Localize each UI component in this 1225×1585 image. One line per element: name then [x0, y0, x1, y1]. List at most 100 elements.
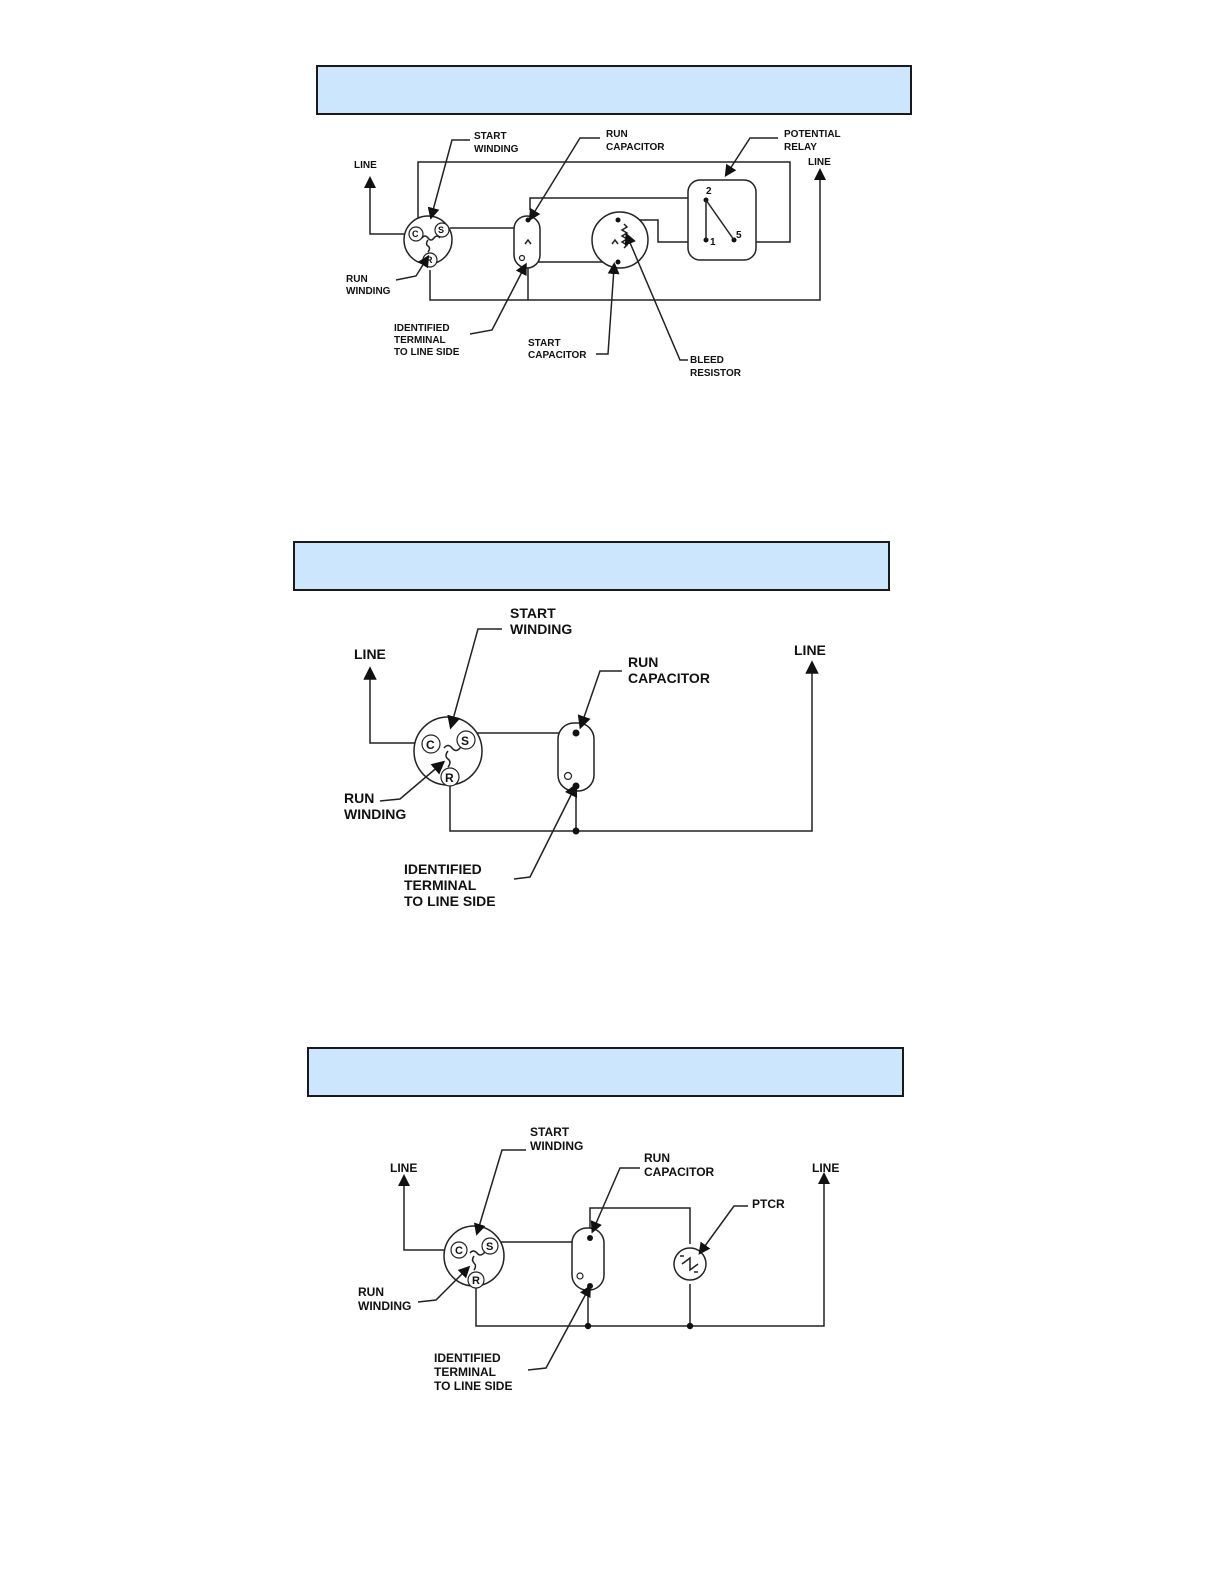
label-line-right: LINE [794, 642, 826, 658]
junction-bottom [572, 827, 580, 835]
run-capacitor-terminal-identified [572, 782, 580, 790]
label-identified-terminal-2: TERMINAL [394, 335, 446, 346]
leader-identified-terminal [469, 262, 527, 335]
relay-pin-1-label: 1 [710, 237, 716, 248]
run-capacitor-terminal-top [587, 1235, 593, 1241]
label-run-winding-2: WINDING [344, 806, 406, 822]
label-identified-terminal-2: TERMINAL [404, 877, 477, 893]
run-capacitor-terminal-bottom [563, 771, 573, 781]
terminal-c-label: C [412, 229, 419, 239]
wire-line-left-to-c [364, 176, 414, 235]
junction-ptcr [686, 1322, 694, 1330]
terminal-r-label: R [426, 255, 433, 265]
diagram1-banner [316, 65, 912, 115]
terminal-c [421, 734, 441, 754]
label-run-capacitor-2: CAPACITOR [644, 1165, 715, 1179]
relay-pin-2-label: 2 [706, 186, 712, 197]
ptcr-symbol [680, 1255, 699, 1273]
label-potential-relay-1: POTENTIAL [784, 129, 841, 140]
label-line-right: LINE [808, 157, 831, 168]
start-capacitor-terminal-bottom [615, 259, 621, 265]
label-identified-terminal-1: IDENTIFIED [434, 1351, 501, 1365]
leader-ptcr [698, 1205, 748, 1255]
leader-run-capacitor [577, 670, 622, 730]
leader-identified-terminal [527, 1284, 591, 1371]
label-run-winding-1: RUN [346, 274, 368, 285]
label-start-capacitor-2: CAPACITOR [528, 350, 587, 361]
label-run-capacitor-1: RUN [606, 129, 628, 140]
label-start-winding-1: START [474, 131, 507, 142]
label-run-capacitor-1: RUN [644, 1151, 670, 1165]
terminal-c [408, 226, 424, 242]
label-identified-terminal-3: TO LINE SIDE [404, 893, 496, 909]
potential-relay [687, 179, 757, 261]
label-line-left: LINE [390, 1161, 417, 1175]
diagram3-banner-text [309, 1049, 902, 1073]
terminal-r [467, 1271, 485, 1289]
terminal-c-label: C [455, 1245, 463, 1257]
label-run-capacitor-2: CAPACITOR [628, 670, 710, 686]
terminal-s [434, 222, 450, 238]
terminal-s [481, 1237, 499, 1255]
label-run-winding-1: RUN [344, 790, 374, 806]
label-line-left: LINE [354, 646, 386, 662]
leader-start-capacitor [596, 262, 620, 355]
terminal-r-label: R [472, 1275, 480, 1287]
label-start-winding-1: START [530, 1125, 570, 1139]
label-identified-terminal-1: IDENTIFIED [404, 861, 482, 877]
wire-line-left-to-c [363, 666, 422, 744]
leader-run-capacitor [528, 137, 600, 222]
relay-pin-5-label: 5 [736, 230, 742, 241]
label-identified-terminal-2: TERMINAL [434, 1365, 496, 1379]
terminal-r-label: R [445, 771, 454, 785]
leader-run-capacitor [590, 1167, 640, 1234]
run-capacitor-terminal-bottom [576, 1272, 584, 1280]
label-ptcr: PTCR [752, 1197, 785, 1211]
leader-bleed-resistor [624, 232, 688, 361]
winding-coil [421, 235, 441, 253]
diagram2-psc: C S R LINE LINE START WINDING RUN CAPACI… [344, 605, 826, 909]
label-start-winding-2: WINDING [530, 1139, 583, 1153]
diagram2-banner-text [295, 543, 888, 567]
run-capacitor-symbol [524, 238, 532, 245]
label-run-winding-2: WINDING [358, 1299, 411, 1313]
label-identified-terminal-3: TO LINE SIDE [394, 347, 460, 358]
diagram1-psc-potential-relay: C S R 2 1 5 LINE LINE START WINDING RUN … [346, 129, 841, 379]
wire-bottom-line [429, 168, 826, 301]
run-capacitor-terminal-bottom [518, 254, 526, 262]
label-start-capacitor-1: START [528, 338, 561, 349]
start-capacitor [591, 211, 649, 269]
leader-start-winding [427, 139, 470, 220]
terminal-s [456, 730, 476, 750]
wire-line-left-to-c [398, 1174, 452, 1251]
label-run-winding-1: RUN [358, 1285, 384, 1299]
wire-runcap-top-to-relay2 [529, 197, 710, 210]
start-capacitor-terminal-top [615, 217, 621, 223]
run-capacitor-terminal-identified [587, 1283, 593, 1289]
label-start-winding-2: WINDING [474, 144, 519, 155]
wire-runcap-to-ptcr [589, 1207, 691, 1244]
terminal-c-label: C [426, 738, 435, 752]
leader-start-winding [447, 628, 502, 730]
label-start-winding-2: WINDING [510, 621, 572, 637]
leader-start-winding [473, 1149, 526, 1236]
label-run-capacitor-1: RUN [628, 654, 658, 670]
leader-run-winding [395, 254, 430, 281]
label-identified-terminal-3: TO LINE SIDE [434, 1379, 512, 1393]
leader-run-winding [379, 760, 446, 802]
leader-identified-terminal [513, 782, 578, 880]
start-capacitor-symbol [611, 238, 619, 245]
terminal-c [450, 1241, 468, 1259]
label-line-left: LINE [354, 160, 377, 171]
diagram3-psc-ptcr: C S R LINE LINE START WINDING RUN CAPACI… [358, 1125, 839, 1393]
terminal-s-label: S [461, 734, 469, 748]
run-capacitor-terminal-top [572, 729, 580, 737]
wire-bottom-line [449, 660, 819, 832]
label-start-winding-1: START [510, 605, 556, 621]
terminal-s-label: S [486, 1241, 493, 1253]
label-bleed-resistor-1: BLEED [690, 355, 724, 366]
terminal-r [440, 767, 460, 787]
diagram1-banner-text [318, 67, 910, 91]
label-run-capacitor-2: CAPACITOR [606, 142, 665, 153]
leader-potential-relay [724, 137, 778, 178]
